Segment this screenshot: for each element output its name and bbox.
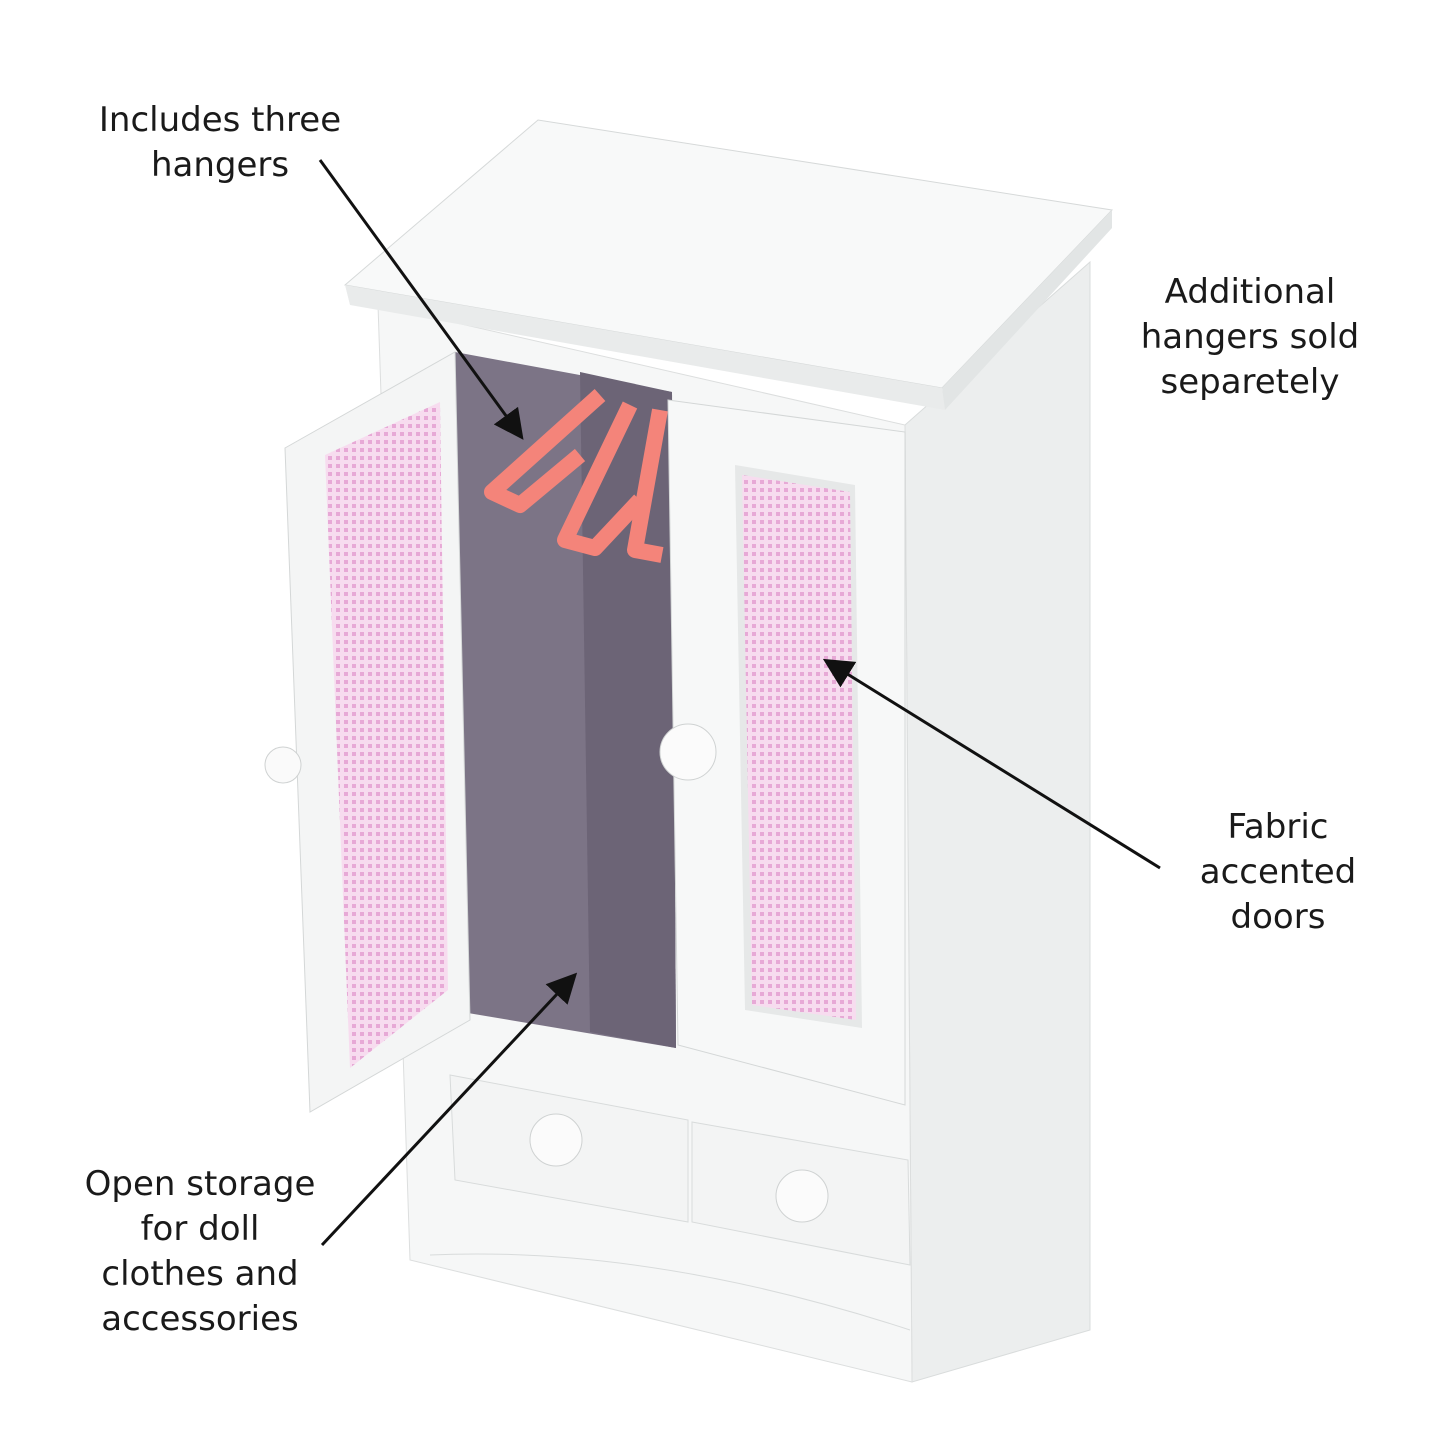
callout-hangers: Includes three hangers [60,98,380,188]
callout-line: accessories [101,1299,299,1339]
callout-line: for doll [140,1209,260,1249]
hangers [484,389,668,563]
callout-line: hangers sold [1140,317,1360,357]
right-door-knob [659,723,717,781]
callout-open-storage: Open storage for doll clothes and access… [40,1162,360,1342]
callout-line: Open storage [84,1164,316,1204]
callout-fabric-doors: Fabric accented doors [1138,805,1418,940]
side-panel [904,260,1091,1383]
left-door-knob [264,746,302,784]
callout-line: clothes and [101,1254,299,1294]
callout-line: separetely [1160,362,1340,402]
arrow-storage [320,972,578,1247]
callout-line: Fabric [1227,807,1329,847]
callout-additional-hangers: Additional hangers sold separetely [1090,270,1410,405]
drawer-left-knob [529,1113,583,1167]
arrow-fabric [822,658,1161,870]
callout-line: hangers [150,145,290,185]
right-door-fabric [742,475,856,1020]
drawer-right-knob [775,1169,829,1223]
left-door-fabric [325,402,448,1068]
callout-line: Additional [1164,272,1336,312]
callout-line: Includes three [98,100,342,140]
callout-line: doors [1230,897,1326,937]
arrow-hangers [318,159,524,440]
callout-line: accented [1199,852,1357,892]
